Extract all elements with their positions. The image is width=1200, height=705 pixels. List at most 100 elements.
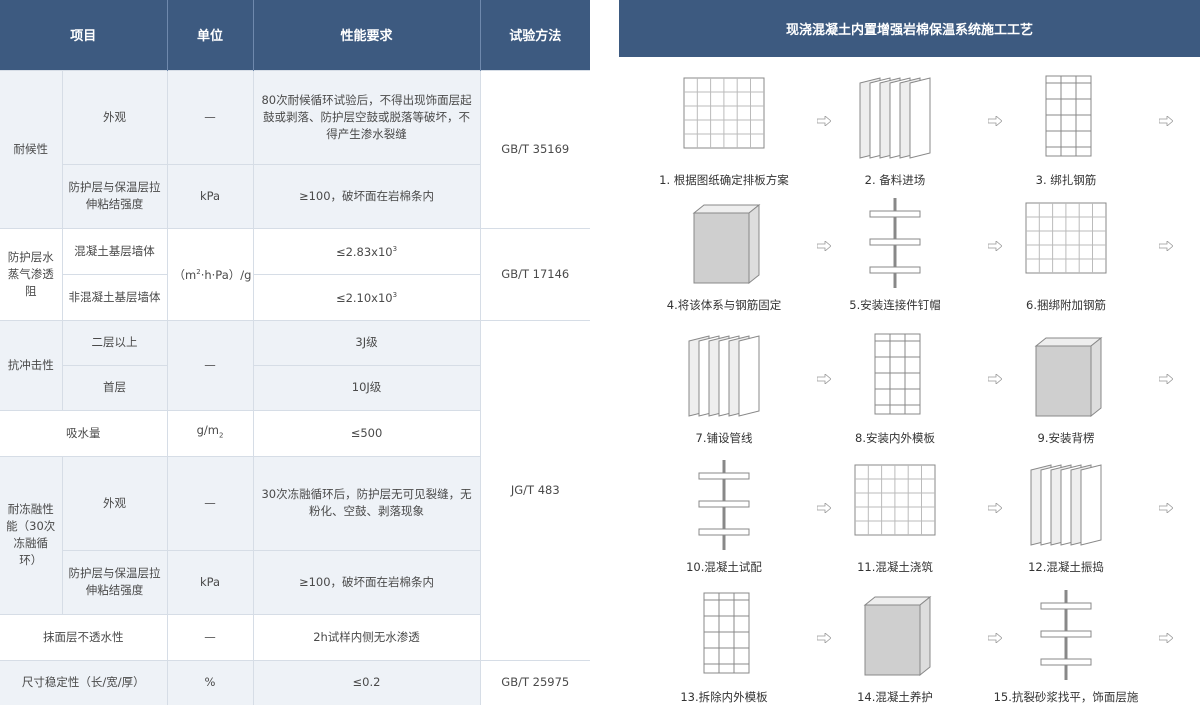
requirement-cell: ≤0.2 <box>252 659 481 705</box>
arrow-right-icon <box>988 503 1002 513</box>
step-caption: 6.捆绑附加钢筋 <box>1026 298 1106 312</box>
arrow-right-icon <box>817 633 831 643</box>
step-illustration <box>683 77 765 149</box>
step-caption: 8.安装内外模板 <box>855 431 935 445</box>
table-row: 抹面层不透水性 — 2h试样内侧无水渗透 <box>0 613 590 661</box>
unit-cell: kPa <box>166 549 254 615</box>
requirement-value: ≤2.10x10 <box>335 290 393 305</box>
requirement-cell: ≤500 <box>252 409 481 457</box>
arrow-right-icon <box>817 374 831 384</box>
unit-cell: % <box>166 659 254 705</box>
arrow-right-icon <box>1159 374 1173 384</box>
step-illustration <box>874 333 921 415</box>
process-step: 14.混凝土养护 <box>820 585 970 705</box>
step-caption: 14.混凝土养护 <box>857 690 933 704</box>
unit-part: g/m <box>196 422 219 437</box>
requirement-cell: ≥100，破坏面在岩棉条内 <box>252 163 481 229</box>
arrow-right-icon <box>1159 633 1173 643</box>
requirement-cell: 2h试样内侧无水渗透 <box>252 613 481 661</box>
item-label: 二层以上 <box>61 319 168 366</box>
unit-cell: kPa <box>166 163 254 229</box>
step-illustration <box>1040 590 1092 680</box>
table-row: 非混凝土基层墙体 ≤2.10x103 <box>0 273 590 321</box>
step-illustration <box>698 460 750 550</box>
requirement-cell: ≥100，破坏面在岩棉条内 <box>252 549 481 615</box>
table-row: 耐候性 外观 — 80次耐候循环试验后，不得出现饰面层起鼓或剥落、防护层空鼓或脱… <box>0 69 591 229</box>
process-step: 11.混凝土浇筑 <box>820 455 970 575</box>
unit-part: ·h·Pa）/g <box>200 267 252 282</box>
header-item: 项目 <box>0 0 168 70</box>
requirement-cell: ≤2.83x103 <box>252 227 481 275</box>
step-caption: 11.混凝土浇筑 <box>857 560 933 574</box>
table-row: 吸水量 g/m2 ≤500 <box>0 409 590 457</box>
requirement-cell: ≤2.10x103 <box>252 273 481 321</box>
exponent: 3 <box>392 291 398 300</box>
step-caption: 15.抗裂砂浆找平，饰面层施 <box>993 690 1139 704</box>
step-caption: 7.铺设管线 <box>695 431 753 445</box>
header-method: 试验方法 <box>480 0 591 70</box>
step-illustration <box>869 198 921 288</box>
item-label: 抹面层不透水性 <box>0 613 168 661</box>
step-illustration <box>692 203 761 285</box>
step-illustration <box>1045 75 1092 157</box>
item-label: 尺寸稳定性（长/宽/厚） <box>0 659 168 705</box>
method-cell: GB/T 35169 <box>479 69 591 229</box>
method-cell: GB/T 25975 <box>479 659 591 705</box>
group-label: 耐候性 <box>0 69 63 229</box>
arrow-right-icon <box>817 503 831 513</box>
requirement-cell: 3J级 <box>252 319 481 366</box>
process-step: 12.混凝土振捣 <box>991 455 1141 575</box>
process-step: 10.混凝土试配 <box>649 455 799 575</box>
item-label: 防护层与保温层拉伸粘结强度 <box>62 549 168 615</box>
table-row: 抗冲击性 二层以上 — 3J级 JG/T 483 <box>0 319 591 661</box>
method-cell: JG/T 483 <box>479 319 591 661</box>
unit-cell: g/m2 <box>166 409 254 457</box>
requirement-value: ≤2.83x10 <box>335 244 393 259</box>
group-label: 防护层水蒸气渗透阻 <box>0 227 63 321</box>
process-step: 6.捆绑附加钢筋 <box>991 193 1141 313</box>
exponent: 3 <box>392 245 398 254</box>
table-row: 尺寸稳定性（长/宽/厚） % ≤0.2 GB/T 25975 <box>0 659 591 705</box>
item-label: 吸水量 <box>0 409 168 457</box>
step-caption: 5.安装连接件钉帽 <box>849 298 941 312</box>
process-step: 1. 根据图纸确定排板方案 <box>649 68 799 188</box>
requirement-cell: 10J级 <box>252 364 481 411</box>
method-cell: GB/T 17146 <box>479 227 591 321</box>
step-illustration <box>688 335 760 417</box>
step-caption: 9.安装背楞 <box>1037 431 1095 445</box>
item-label: 混凝土基层墙体 <box>61 227 168 275</box>
requirement-cell: 30次冻融循环后，防护层无可见裂缝，无粉化、空鼓、剥落现象 <box>252 455 481 551</box>
arrow-right-icon <box>988 241 1002 251</box>
step-caption: 10.混凝土试配 <box>686 560 762 574</box>
step-caption: 2. 备料进场 <box>864 173 926 187</box>
requirement-cell: 80次耐候循环试验后，不得出现饰面层起鼓或剥落、防护层空鼓或脱落等破坏，不得产生… <box>252 69 481 165</box>
table-header-row: 项目 单位 性能要求 试验方法 <box>0 0 591 70</box>
arrow-right-icon <box>1159 116 1173 126</box>
arrow-right-icon <box>1159 503 1173 513</box>
table-row: 耐冻融性能（30次冻融循环） 外观 — 30次冻融循环后，防护层无可见裂缝，无粉… <box>0 455 590 615</box>
item-label: 防护层与保温层拉伸粘结强度 <box>62 163 168 229</box>
table-row: 首层 10J级 <box>0 364 590 411</box>
step-caption: 13.拆除内外模板 <box>680 690 768 704</box>
step-illustration <box>1025 202 1107 274</box>
arrow-right-icon <box>817 116 831 126</box>
step-caption: 4.将该体系与钢筋固定 <box>666 298 782 312</box>
process-step: 7.铺设管线 <box>649 326 799 446</box>
step-caption: 3. 绑扎钢筋 <box>1035 173 1097 187</box>
step-caption: 12.混凝土振捣 <box>1028 560 1104 574</box>
unit-cell: — <box>166 319 254 411</box>
process-step: 2. 备料进场 <box>820 68 970 188</box>
item-label: 首层 <box>62 364 168 411</box>
arrow-right-icon <box>988 116 1002 126</box>
arrow-right-icon <box>1159 241 1173 251</box>
process-step: 4.将该体系与钢筋固定 <box>649 193 799 313</box>
group-label: 耐冻融性能（30次冻融循环） <box>0 455 63 615</box>
process-step: 13.拆除内外模板 <box>649 585 799 705</box>
step-illustration <box>859 77 931 159</box>
step-illustration <box>863 595 932 677</box>
performance-table: 项目 单位 性能要求 试验方法 耐候性 外观 — 80次耐候循环试验后，不得出现… <box>0 0 591 705</box>
header-requirement: 性能要求 <box>253 0 481 70</box>
unit-cell: — <box>166 455 254 551</box>
unit-cell: （m2·h·Pa）/g <box>166 227 254 321</box>
